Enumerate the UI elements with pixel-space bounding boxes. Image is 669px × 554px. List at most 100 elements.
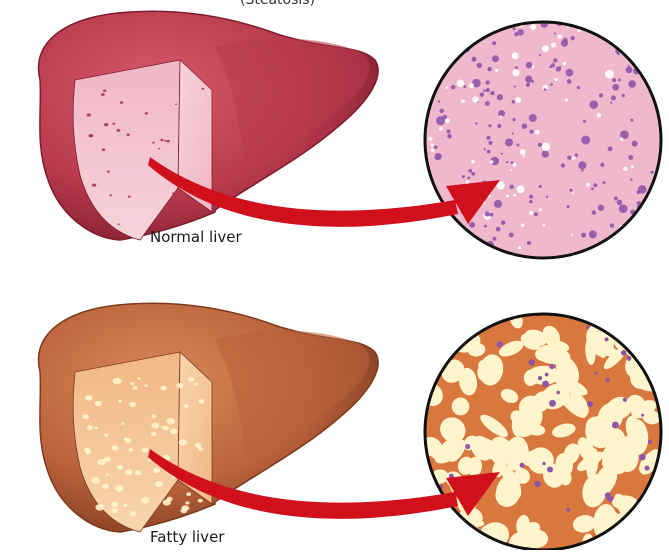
fatty-cut-speck <box>94 426 98 429</box>
nucleus-dot <box>621 350 627 356</box>
nucleus-dot <box>641 414 644 417</box>
fatty-cut-speck <box>130 382 134 385</box>
nucleus-dot <box>539 54 541 56</box>
nucleus-dot <box>517 185 525 193</box>
nucleus-dot <box>431 143 434 146</box>
nucleus-dot <box>650 64 654 68</box>
nucleus-dot <box>546 196 548 198</box>
nucleus-dot <box>462 175 465 178</box>
nucleus-dot <box>497 124 501 128</box>
normal-cut-speck <box>128 196 131 198</box>
nucleus-dot <box>550 83 553 86</box>
nucleus-dot <box>445 118 450 123</box>
nucleus-dot <box>619 204 628 213</box>
fatty-cut-speck <box>111 445 118 450</box>
fat-globule <box>417 511 435 535</box>
nucleus-dot <box>549 400 556 407</box>
fatty-cut-speck <box>95 504 104 511</box>
normal-liver-caption: Normal liver <box>150 228 242 246</box>
nucleus-dot <box>522 123 528 129</box>
nucleus-dot <box>512 52 519 59</box>
normal-cut-speck <box>152 142 155 144</box>
nucleus-dot <box>488 124 491 127</box>
nucleus-dot <box>461 99 465 103</box>
nucleus-dot <box>566 508 570 512</box>
nucleus-dot <box>581 233 586 238</box>
normal-cut-speck <box>164 140 166 142</box>
nucleus-dot <box>484 148 486 150</box>
nucleus-dot <box>643 231 645 233</box>
nucleus-dot <box>490 91 494 95</box>
nucleus-dot <box>542 150 549 157</box>
nucleus-dot <box>529 114 537 122</box>
nucleus-dot <box>604 337 608 341</box>
nucleus-dot <box>467 177 470 180</box>
nucleus-dot <box>608 146 613 151</box>
fatty-cut-speck <box>170 428 178 434</box>
nucleus-dot <box>457 80 464 87</box>
nucleus-dot <box>622 94 625 97</box>
normal-cut-speck <box>112 123 115 125</box>
nucleus-dot <box>642 35 647 40</box>
nucleus-dot <box>610 223 614 227</box>
nucleus-dot <box>572 192 574 194</box>
nucleus-dot <box>572 156 576 160</box>
fatty-cut-speck <box>118 400 122 403</box>
nucleus-dot <box>539 208 542 211</box>
fatty-cut-speck <box>106 473 109 475</box>
nucleus-dot <box>501 220 505 224</box>
nucleus-dot <box>487 150 491 154</box>
nucleus-dot <box>521 223 525 227</box>
nucleus-dot <box>565 99 568 102</box>
nucleus-dot <box>612 78 616 82</box>
fatty-cut-speck <box>141 497 150 503</box>
fatty-cut-speck <box>129 402 136 407</box>
nucleus-dot <box>577 86 580 89</box>
nucleus-dot <box>583 253 590 260</box>
nucleus-dot <box>557 35 561 39</box>
nucleus-dot <box>544 88 547 91</box>
fatty-cut-speck <box>132 386 137 390</box>
nucleus-dot <box>529 359 535 365</box>
nucleus-dot <box>610 101 612 103</box>
nucleus-dot <box>600 163 604 167</box>
fatty-cut-speck <box>124 438 128 441</box>
normal-cut-speck <box>89 134 93 137</box>
normal-cut-speck <box>160 139 163 141</box>
nucleus-dot <box>542 462 545 465</box>
nucleus-dot <box>429 83 433 87</box>
nucleus-dot <box>445 87 447 89</box>
fatty-cut-speck <box>167 418 176 424</box>
fatty-cut-speck <box>87 425 93 430</box>
nucleus-dot <box>591 188 594 191</box>
nucleus-dot <box>650 171 653 174</box>
nucleus-dot <box>516 143 519 146</box>
nucleus-dot <box>530 24 536 30</box>
nucleus-dot <box>551 43 556 48</box>
fatty-cut-speck <box>115 485 123 491</box>
nucleus-dot <box>513 27 516 30</box>
nucleus-dot <box>512 69 519 76</box>
nucleus-dot <box>492 41 496 45</box>
nucleus-dot <box>520 149 526 155</box>
fatty-cut-speck <box>104 434 108 437</box>
normal-cut-speck <box>175 103 177 105</box>
nucleus-dot <box>542 143 550 151</box>
diagram-title-fragment: (Steatosis) <box>240 0 315 8</box>
nucleus-dot <box>553 58 557 62</box>
nucleus-dot <box>628 65 630 67</box>
nucleus-dot <box>542 45 549 52</box>
normal-cut-speck <box>109 194 112 196</box>
fatty-cut-speck <box>111 508 118 513</box>
nucleus-dot <box>441 253 444 256</box>
nucleus-dot <box>628 155 633 160</box>
fatty-cut-speck <box>188 377 194 382</box>
nucleus-dot <box>515 66 518 69</box>
nucleus-dot <box>635 254 642 261</box>
nucleus-dot <box>658 381 664 387</box>
nucleus-dot <box>438 100 441 103</box>
normal-cut-speck <box>120 101 123 104</box>
nucleus-dot <box>529 130 533 134</box>
normal-cut-speck <box>201 88 204 90</box>
nucleus-dot <box>567 155 571 159</box>
